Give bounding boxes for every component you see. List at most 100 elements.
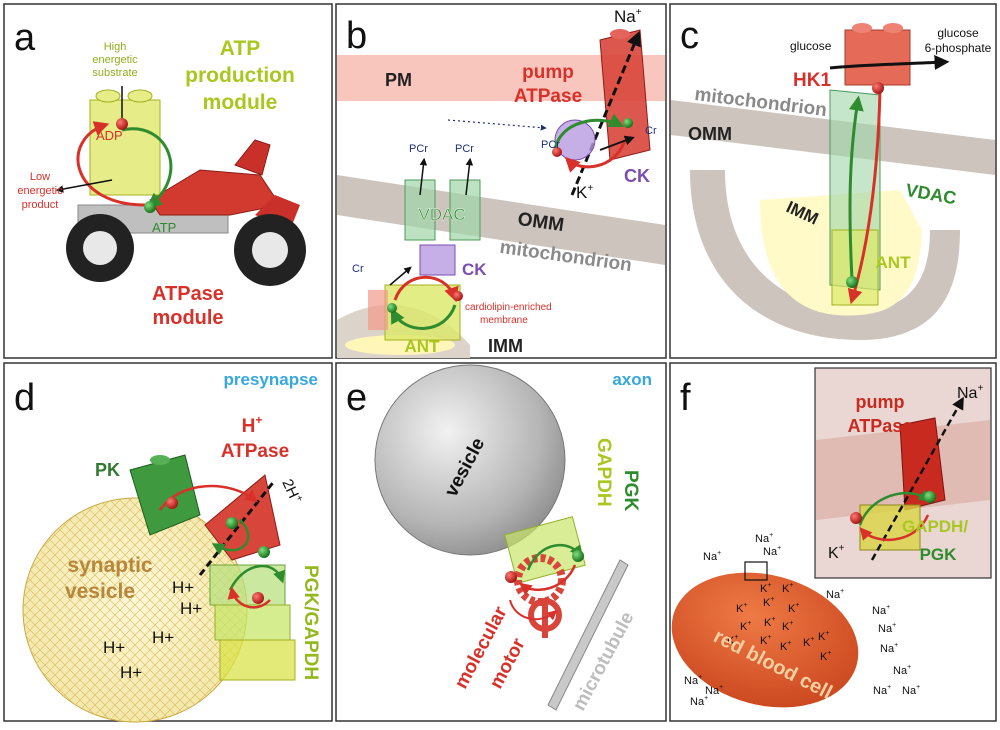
h-atpase-label: ATPase [221, 441, 289, 462]
pcr-vdac-2: PCr [455, 143, 474, 155]
panel-d: d presynapse H+ ATPase PK 2H+ synaptic v… [3, 362, 333, 723]
gapdh-label-f: GAPDH/ [902, 517, 968, 536]
cardiolipin-label-1: cardiolipin-enriched [465, 302, 552, 313]
pump-label-2: ATPase [514, 86, 582, 107]
adp-ball [116, 118, 128, 130]
high-label-3: substrate [92, 67, 137, 79]
na-out-2: Na+ [755, 532, 773, 545]
panel-a-letter: a [14, 17, 36, 59]
na-label: Na+ [614, 7, 642, 26]
atp-to-adp-arrow [76, 121, 146, 207]
cr-mito-label: Cr [352, 263, 364, 275]
na-out-4: Na+ [826, 588, 844, 601]
k-in-14: K+ [820, 650, 831, 663]
pgk-gapdh-label: PGK/GAPDH [300, 565, 321, 680]
low-label-2: energetic [17, 185, 63, 197]
k-in-2: K+ [782, 582, 793, 595]
title-a-3: module [203, 91, 278, 114]
pk-brick [129, 454, 201, 536]
hplus-1: H+ [172, 578, 194, 597]
gapdh-label-e: GAPDH [593, 438, 614, 507]
synaptic-label-1: synaptic [67, 554, 153, 577]
na-out-1: Na+ [703, 550, 721, 563]
k-in-1: K+ [760, 582, 771, 595]
hk1-brick [844, 29, 911, 86]
glucose-label: glucose [790, 39, 832, 53]
low-label-1: Low [30, 171, 50, 183]
pgk-gapdh-stack [209, 564, 296, 681]
red-blood-cell [671, 572, 859, 708]
axon-label: axon [612, 370, 652, 389]
pump-label-1: pump [522, 62, 574, 83]
h-plus-label: H+ [242, 413, 263, 437]
cardiolipin-label-2: membrane [480, 315, 528, 326]
zoom-marker [744, 561, 768, 581]
panel-b: b PM pump ATPase Na+ K+ PCr Cr CK PCr PC… [335, 3, 667, 359]
high-label-2: energetic [92, 54, 138, 66]
panel-d-letter: d [14, 377, 35, 419]
hk1-label: HK1 [793, 70, 831, 91]
k-in-6: K+ [740, 620, 751, 633]
atp-label: ATP [152, 220, 176, 235]
pcr-diffusion-arrow [447, 119, 547, 131]
na-out-3: Na+ [763, 545, 781, 558]
glucose-arrow [829, 54, 950, 70]
panel-e: e axon vesicle GAPDH PGK molecular motor… [335, 362, 667, 722]
ck-mito-block [419, 244, 456, 276]
na-out-7: Na+ [880, 642, 898, 655]
atpase-module-2: module [152, 307, 223, 329]
k-in-4: K+ [763, 596, 774, 609]
pump-label-f: pump [856, 392, 905, 412]
proton-axis [198, 479, 277, 576]
na-out-13: Na+ [690, 695, 708, 708]
synaptic-label-2: vesicle [65, 580, 135, 603]
k-in-5: K+ [788, 602, 799, 615]
adp-label: ADP [96, 128, 123, 143]
inset-na-label: Na+ [957, 383, 983, 402]
omm-label-c: OMM [688, 124, 732, 144]
title-a-1: ATP [220, 37, 260, 60]
k-in-7: K+ [764, 616, 775, 629]
panel-c: c glucose glucose 6-phosphate HK1 mitoch… [669, 3, 997, 359]
na-out-10: Na+ [902, 684, 920, 697]
pgk-label-f: PGK [920, 545, 958, 564]
k-in-10: K+ [760, 634, 771, 647]
hplus-4: H+ [103, 638, 125, 657]
k-in-9: K+ [727, 634, 738, 647]
hplus-5: H+ [120, 663, 142, 682]
adp-to-atp-arrow [121, 127, 173, 208]
k-label: K+ [576, 183, 593, 202]
cr-membrane-label: Cr [645, 125, 657, 137]
panel-c-letter: c [680, 15, 699, 57]
atp-ball [144, 201, 156, 213]
na-out-6: Na+ [878, 622, 896, 635]
k-in-12: K+ [803, 636, 814, 649]
atpase-module-1: ATPase [152, 283, 224, 305]
k-in-8: K+ [782, 620, 793, 633]
panel-e-letter: e [346, 377, 367, 419]
atpase-label-f: ATPase [848, 416, 913, 436]
two-h-label: 2H+ [278, 476, 305, 506]
ant-label-b: ANT [405, 337, 441, 356]
presynapse-label: presynapse [224, 370, 319, 389]
panel-f-letter: f [680, 377, 691, 419]
pcr-membrane-label: PCr [541, 139, 560, 151]
pgk-label-e: PGK [620, 470, 641, 511]
inset-k-label: K+ [828, 543, 845, 562]
imm-fold-c [690, 170, 960, 340]
na-out-8: Na+ [893, 664, 911, 677]
panel-a: a High energetic substrate ATP productio… [3, 3, 333, 359]
pm-label: PM [385, 70, 412, 90]
na-out-12: Na+ [705, 684, 723, 697]
vdac-label-b: VDAC [418, 205, 465, 224]
low-product-arrow [55, 179, 113, 193]
panel-f: f pump ATPase Na+ K+ GAPDH/ PGK Na+ Na+ … [669, 362, 997, 722]
pcr-vdac-1: PCr [409, 143, 428, 155]
microtubule-rail [547, 559, 629, 711]
k-in-11: K+ [780, 640, 791, 653]
ck-mito-label: CK [462, 260, 487, 279]
na-out-9: Na+ [873, 684, 891, 697]
ant-label-c: ANT [876, 253, 912, 272]
atp-production-brick [89, 89, 161, 196]
